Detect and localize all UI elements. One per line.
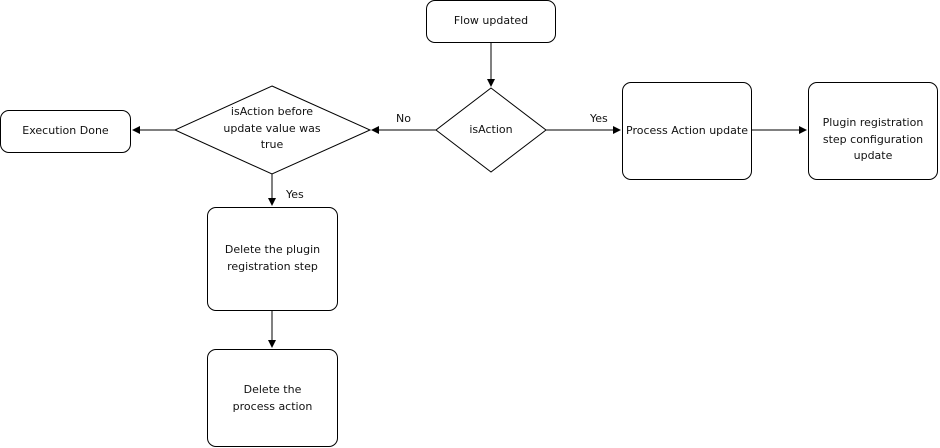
node-isaction-before-label: isAction before update value was true [223,105,321,152]
edge-label-yes-down: Yes [286,188,304,201]
node-process-action-update-label: Process Action update [626,124,748,137]
node-flow-updated: Flow updated [426,0,556,43]
node-isaction-before: isAction before update value was true [222,103,322,155]
node-delete-plugin-step: Delete the plugin registration step [207,207,338,311]
edge-label-no: No [396,112,411,125]
node-delete-process-action-label: Delete the process action [232,383,313,413]
edge-label-yes-right: Yes [590,112,608,125]
node-plugin-registration-update: Plugin registration step configuration u… [808,82,938,180]
node-delete-plugin-step-label: Delete the plugin registration step [224,243,321,273]
node-flow-updated-label: Flow updated [453,14,529,28]
node-execution-done-label: Execution Done [22,124,109,138]
node-process-action-update: Process Action update [622,82,752,180]
node-delete-process-action: Delete the process action [207,349,338,447]
node-execution-done: Execution Done [0,110,131,153]
decision-diamond-isaction [435,87,547,173]
node-isaction-label: isAction [469,122,513,136]
node-isaction: isAction [446,118,536,142]
node-plugin-registration-update-label: Plugin registration step configuration u… [822,116,924,162]
